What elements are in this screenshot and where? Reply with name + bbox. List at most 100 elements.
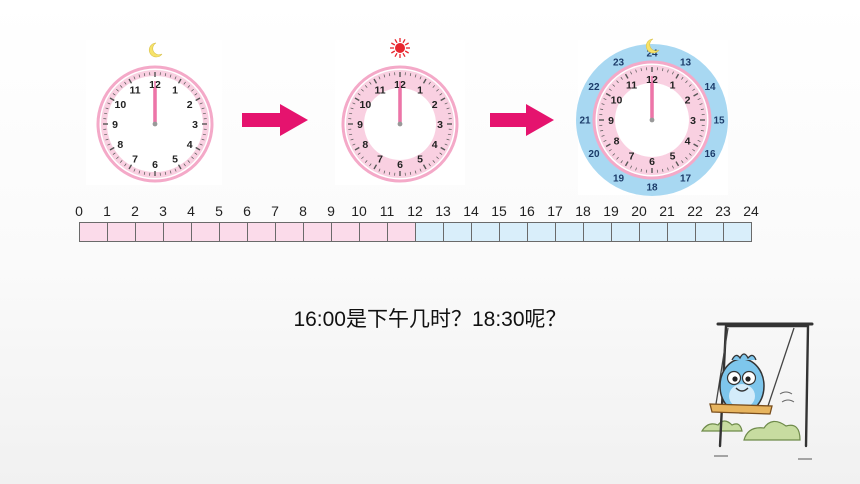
clock-hour-number: 8 [117,139,123,151]
timeline-cell-am [219,222,248,242]
clock-outer-hour-number: 16 [704,149,716,160]
clock-hour-number: 11 [374,84,385,96]
timeline-hour-label: 1 [103,203,111,219]
clock-hour-number: 9 [608,115,614,127]
clock-hour-number: 2 [432,99,438,111]
clock-hour-number: 1 [670,79,676,91]
timeline-cell-pm [583,222,612,242]
timeline-hour-label: 7 [271,203,279,219]
timeline-hour-label: 8 [299,203,307,219]
timeline-hour-label: 9 [327,203,335,219]
clock-hour-number: 11 [129,84,140,96]
timeline-hour-label: 24 [743,203,759,219]
clock-hour-number: 6 [152,159,158,171]
clock-hour-number: 7 [629,151,635,163]
clock-noon: 121234567891011 [341,38,459,183]
timeline-cell-pm [527,222,556,242]
timeline-hour-label: 3 [159,203,167,219]
timeline-hour-label: 20 [631,203,647,219]
clock-hour-number: 5 [417,154,423,166]
timeline-hour-label: 22 [687,203,703,219]
timeline-cell-pm [471,222,500,242]
clock-hour-number: 10 [360,99,372,111]
clock-midnight: 121234567891011 [96,42,214,183]
timeline-cell-am [79,222,108,242]
timeline-cell-am [331,222,360,242]
timeline-cell-am [359,222,388,242]
timeline-hour-label: 10 [351,203,367,219]
question-text: 16:00是下午几时？18:30呢？ [293,308,567,331]
clock-outer-hour-number: 23 [613,57,625,68]
hour-timeline [79,222,752,242]
clock-outer-hour-number: 24 [646,49,658,60]
clock-hour-number: 2 [187,99,193,111]
timeline-hour-label: 21 [659,203,675,219]
clock-hour-number: 6 [649,156,655,168]
timeline-hour-label: 17 [547,203,563,219]
timeline-hour-label: 12 [407,203,423,219]
mascot-on-swing-illustration [700,322,814,460]
moon-icon [148,42,163,58]
clock-hour-number: 10 [115,99,127,111]
clock-outer-hour-number: 15 [713,116,725,127]
clock-outer-hour-number: 13 [680,57,692,68]
clock-hour-number: 9 [357,119,363,131]
clock-hour-number: 4 [685,136,691,148]
timeline-cell-pm [415,222,444,242]
right-arrow-icon [242,104,308,136]
timeline-cell-pm [723,222,752,242]
moon-icon [645,38,660,54]
timeline-cell-am [107,222,136,242]
timeline-hour-label: 18 [575,203,591,219]
timeline-hour-label: 14 [463,203,479,219]
clock-hour-number: 3 [690,115,696,127]
clock-outer-hour-number: 22 [588,82,600,93]
clock-hour-number: 4 [432,139,438,151]
clock-outer-hour-number: 19 [613,174,625,185]
clock-outer-hour-number: 17 [680,174,692,185]
timeline-hour-label: 16 [519,203,535,219]
clock-hour-number: 11 [626,79,637,91]
clock-outer-hour-number: 21 [579,116,591,127]
timeline-cell-am [387,222,416,242]
timeline-cell-pm [611,222,640,242]
right-arrow-icon [490,104,554,136]
clock-outer-hour-number: 20 [588,149,600,160]
clock-hour-number: 10 [611,95,623,107]
sun-icon [390,38,410,58]
timeline-hour-label: 5 [215,203,223,219]
timeline-hour-label: 13 [435,203,451,219]
clock-hour-number: 7 [132,154,138,166]
timeline-hour-label: 15 [491,203,507,219]
timeline-cell-pm [667,222,696,242]
timeline-cell-pm [443,222,472,242]
clock-24-hour: 241314151617181920212223121234567891011 [576,38,728,196]
clock-hour-number: 1 [172,84,178,96]
clock-hour-number: 9 [112,119,118,131]
clock-hour-number: 3 [192,119,198,131]
timeline-cell-pm [639,222,668,242]
clock-hour-number: 4 [187,139,193,151]
timeline-cell-am [247,222,276,242]
clock-hour-number: 1 [417,84,423,96]
timeline-hour-label: 23 [715,203,731,219]
timeline-cell-am [163,222,192,242]
timeline-cell-pm [499,222,528,242]
timeline-hour-label: 4 [187,203,195,219]
timeline-cell-am [191,222,220,242]
timeline-cell-pm [555,222,584,242]
timeline-cell-am [303,222,332,242]
clock-hour-number: 5 [670,151,676,163]
timeline-hour-label: 11 [379,203,395,219]
clock-hour-number: 7 [377,154,383,166]
clock-hour-number: 6 [397,159,403,171]
timeline-cell-pm [695,222,724,242]
clock-outer-hour-number: 18 [646,183,658,194]
timeline-cell-am [135,222,164,242]
clock-hour-number: 2 [685,95,691,107]
clock-hour-number: 3 [437,119,443,131]
timeline-hour-label: 6 [243,203,251,219]
timeline-cell-am [275,222,304,242]
timeline-hour-label: 0 [75,203,83,219]
clock-hour-number: 8 [614,136,620,148]
